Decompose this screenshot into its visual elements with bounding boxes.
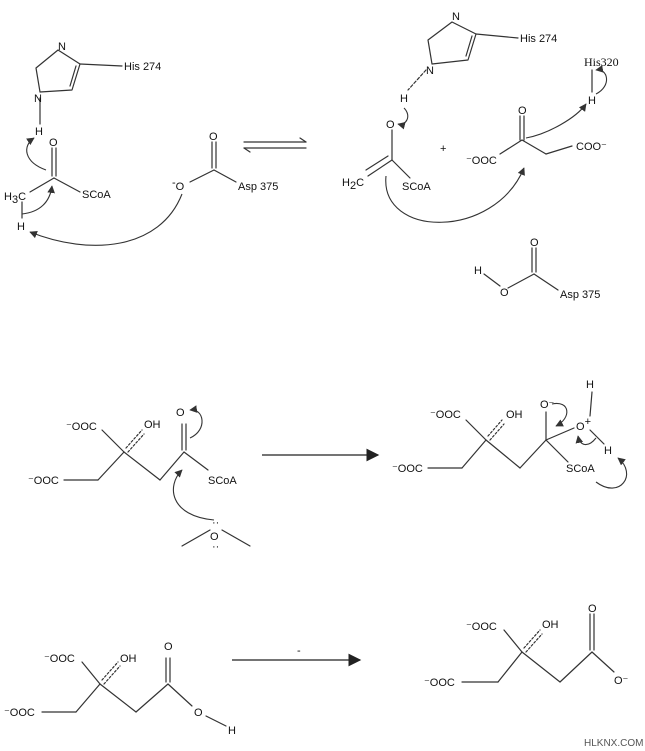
enol-o: O (386, 119, 395, 131)
oh-s2r: OH (506, 409, 523, 421)
ooc-bottom-s3r: ⁻OOC (424, 677, 455, 689)
tetrahedral-intermediate (427, 391, 605, 469)
arrow-enol-attack (385, 167, 525, 223)
arrow-oh-to-o (397, 107, 409, 130)
arrow-his320-loop (595, 65, 608, 95)
acetyl-scoa (21, 147, 81, 219)
h2c-right: H2C (342, 177, 364, 192)
h-asp-right: H (474, 265, 482, 277)
o-carbonyl-s2l: O (176, 407, 185, 419)
h-right-oxonium: H (604, 445, 612, 457)
h-methyl-left: H (17, 221, 25, 233)
water-lone-pair-top: ·· (212, 517, 219, 529)
his274-label-right: His 274 (520, 33, 557, 45)
arrow-o-to-h (26, 137, 47, 171)
citric-acid-skeleton (41, 657, 227, 727)
o-minus-s3r: O⁻ (614, 675, 629, 687)
scoa-s2r: SCoA (566, 463, 595, 475)
scoa-right: SCoA (402, 181, 431, 193)
ooc-bottom-s2l: ⁻OOC (28, 475, 59, 487)
his274-label-left: His 274 (124, 61, 161, 73)
n-top-left: N (58, 41, 66, 53)
n-bottom-right: N (426, 65, 434, 77)
asp-o-top-right: O (530, 237, 539, 249)
arrow-base-to-h (595, 457, 628, 489)
asp375-carboxylate-left (189, 141, 237, 183)
water-molecule (181, 529, 251, 547)
asp375-label-left: Asp 375 (238, 181, 278, 193)
imidazole-ring-left (35, 49, 123, 125)
step1-product: N N His 274 H O H2C SCoA + O ⁻OOC COO⁻ H… (342, 11, 619, 301)
asp-o-minus-left: -O (172, 177, 185, 193)
plus-sign: + (440, 143, 446, 155)
arrow-o-minus-to-c (551, 402, 568, 427)
arrow-asp-to-h (29, 193, 183, 246)
ooc-oxaloacetate: ⁻OOC (466, 155, 497, 167)
o-carbonyl-s3r: O (588, 603, 597, 615)
o-acid-s3l: O (194, 707, 203, 719)
water-lone-pair-bottom: ·· (212, 541, 219, 553)
step3-product: ⁻OOC OH O ⁻OOC O⁻ (424, 603, 629, 689)
arrow-bond-to-o (575, 435, 597, 446)
step2-product: ⁻OOC OH O⁻ ⁻OOC SCoA O+ H H (392, 379, 628, 489)
h-nh-left: H (35, 126, 43, 138)
asp-oh-o-right: O (500, 287, 509, 299)
arrow-water-attack (172, 469, 215, 521)
equilibrium-arrows (243, 137, 307, 153)
imidazole-ring-right (407, 21, 519, 91)
step1-reactant: N N His 274 H O H3C SCoA H O -O Asp 375 (4, 41, 278, 246)
h-enol-oh: H (400, 93, 408, 105)
h3c-left: H3C (4, 191, 26, 206)
o-minus-s2r: O⁻ (540, 399, 555, 411)
n-bottom-left: N (34, 93, 42, 105)
coo-oxaloacetate: COO⁻ (576, 141, 607, 153)
h-top-oxonium: H (586, 379, 594, 391)
o-carbonyl-s3l: O (164, 641, 173, 653)
watermark: HLKNX.COM (584, 738, 643, 749)
h-acid-s3l: H (228, 725, 236, 737)
scoa-s2l: SCoA (208, 475, 237, 487)
oh-s3r: OH (542, 619, 559, 631)
asp375-label-right: Asp 375 (560, 289, 600, 301)
step2-reactant: ⁻OOC OH O ⁻OOC SCoA O ·· ·· (28, 405, 251, 553)
ooc-top-s2l: ⁻OOC (66, 421, 97, 433)
ooc-top-s3r: ⁻OOC (466, 621, 497, 633)
citryl-coa-skeleton (63, 423, 209, 481)
oxonium-o: O+ (576, 416, 591, 433)
asp-o-top-left: O (209, 131, 218, 143)
ooc-bottom-s2r: ⁻OOC (392, 463, 423, 475)
asp375-acid-right (483, 247, 559, 291)
his320-label: His320 (584, 55, 619, 69)
oxaloacetate-o: O (518, 105, 527, 117)
carbonyl-o-left: O (49, 137, 58, 149)
oxaloacetate (499, 115, 573, 155)
step3-arrow-dash: - (297, 645, 301, 657)
step3-reactant: ⁻OOC OH O ⁻OOC O H (4, 641, 236, 737)
arrow-ch-to-co (21, 185, 55, 215)
oh-s3l: OH (120, 653, 137, 665)
enol-scoa (365, 129, 411, 179)
arrow-co-to-h320 (525, 103, 587, 139)
scoa-left: SCoA (82, 189, 111, 201)
h-his320: H (588, 95, 596, 107)
arrow-co-to-o-s2l (189, 405, 203, 439)
water-o: O (210, 531, 219, 543)
ooc-top-s3l: ⁻OOC (44, 653, 75, 665)
n-top-right: N (452, 11, 460, 23)
ooc-top-s2r: ⁻OOC (430, 409, 461, 421)
oh-s2l: OH (144, 419, 161, 431)
citrate-skeleton (461, 613, 615, 683)
ooc-bottom-s3l: ⁻OOC (4, 707, 35, 719)
